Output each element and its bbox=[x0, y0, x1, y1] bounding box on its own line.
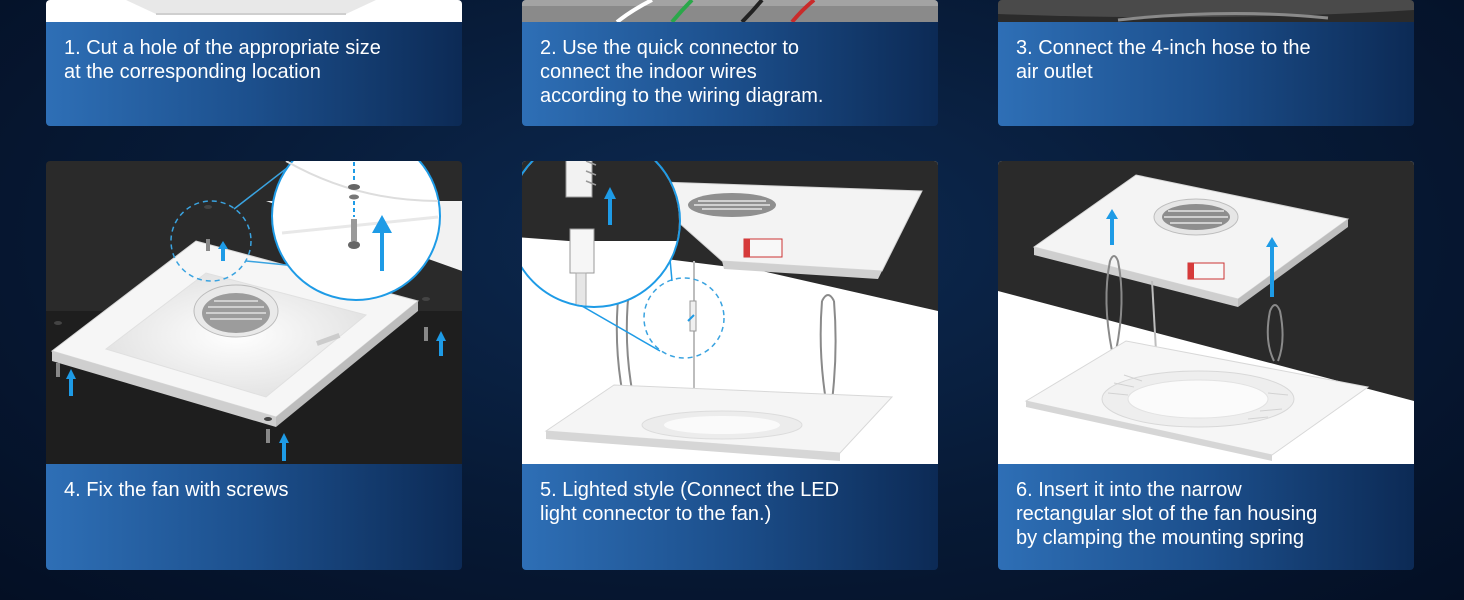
step-1-illustration bbox=[46, 0, 462, 22]
step-2-text: 2. Use the quick connector to connect th… bbox=[540, 37, 824, 107]
step-5-illustration bbox=[522, 161, 938, 464]
step-5-card: 5. Lighted style (Connect the LED light … bbox=[522, 161, 938, 570]
step-5-text: 5. Lighted style (Connect the LED light … bbox=[540, 479, 840, 525]
step-1-card: 1. Cut a hole of the appropriate size at… bbox=[46, 0, 462, 126]
step-1-text: 1. Cut a hole of the appropriate size at… bbox=[64, 37, 381, 83]
step-2-caption: 2. Use the quick connector to connect th… bbox=[522, 22, 938, 126]
step-6-text: 6. Insert it into the narrow rectangular… bbox=[1016, 479, 1318, 549]
step-3-card: 3. Connect the 4-inch hose to the air ou… bbox=[998, 0, 1414, 126]
step-6-caption: 6. Insert it into the narrow rectangular… bbox=[998, 464, 1414, 570]
step-4-illustration bbox=[46, 161, 462, 464]
step-2-card: 2. Use the quick connector to connect th… bbox=[522, 0, 938, 126]
step-1-caption: 1. Cut a hole of the appropriate size at… bbox=[46, 22, 462, 126]
step-3-illustration bbox=[998, 0, 1414, 22]
step-3-text: 3. Connect the 4-inch hose to the air ou… bbox=[1016, 37, 1311, 83]
step-3-caption: 3. Connect the 4-inch hose to the air ou… bbox=[998, 22, 1414, 126]
step-6-card: 6. Insert it into the narrow rectangular… bbox=[998, 161, 1414, 570]
step-2-illustration bbox=[522, 0, 938, 22]
step-4-text: 4. Fix the fan with screws bbox=[64, 479, 289, 501]
step-4-caption: 4. Fix the fan with screws bbox=[46, 464, 462, 570]
step-5-caption: 5. Lighted style (Connect the LED light … bbox=[522, 464, 938, 570]
step-6-illustration bbox=[998, 161, 1414, 464]
step-4-card: 4. Fix the fan with screws bbox=[46, 161, 462, 570]
